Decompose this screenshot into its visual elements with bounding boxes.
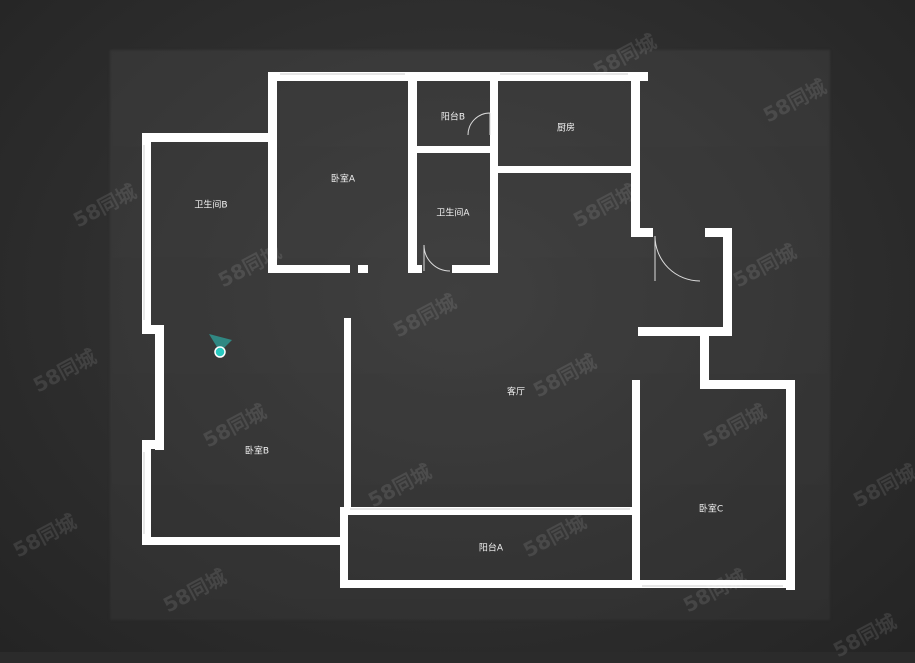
wall-living-right: [638, 327, 732, 336]
wall-right-upper: [631, 72, 640, 237]
wall-entry-right: [705, 228, 732, 237]
wall-entry-side: [723, 228, 732, 336]
room-label-bathroom-a: 卫生间A: [436, 208, 470, 219]
wall-bedroom-b-left: [142, 440, 151, 545]
wall-living-left: [344, 318, 351, 513]
wall-balcony-b-bottom: [408, 146, 498, 153]
wall-bedroom-c-left: [632, 380, 640, 588]
wall-notch-side: [155, 325, 164, 450]
wall-bath-b-top: [142, 133, 277, 142]
wall-bedroom-c-notch: [700, 327, 709, 387]
door-bath-a: [423, 244, 451, 272]
room-label-bedroom-a: 卧室A: [330, 174, 356, 185]
wall-notch-top: [142, 325, 164, 334]
wall-bedroom-a-right: [408, 72, 417, 272]
wall-top: [268, 72, 648, 81]
viewpoint-marker-icon[interactable]: [209, 334, 232, 358]
wall-bedroom-a-bottom-left: [268, 265, 350, 273]
wall-bath-b-left: [142, 133, 151, 333]
wall-bedroom-a-bottom-right: [358, 265, 368, 273]
wall-bedroom-c-bottom: [632, 580, 795, 588]
wall-bedroom-b-bottom-right: [275, 537, 345, 545]
room-label-bedroom-c: 卧室C: [698, 504, 724, 515]
wall-bath-a-bottom-left: [408, 265, 422, 273]
wall-kitchen-bottom: [490, 166, 638, 173]
wall-balcony-a-left: [340, 507, 348, 588]
wall-bath-a-bottom: [452, 265, 498, 273]
door-entry: [654, 235, 701, 282]
room-label-balcony-b: 阳台B: [440, 112, 466, 123]
wall-entry-left: [631, 228, 653, 237]
room-label-bedroom-b: 卧室B: [244, 446, 270, 457]
room-label-balcony-a: 阳台A: [478, 543, 504, 554]
room-label-living-room: 客厅: [506, 387, 526, 398]
wall-group: [142, 72, 795, 590]
door-balcony-b: [467, 112, 491, 136]
room-label-bathroom-b: 卫生间B: [194, 200, 228, 211]
wall-bedroom-b-bottom: [142, 537, 277, 545]
wall-notch-bottom: [142, 440, 164, 449]
wall-bedroom-c-right: [786, 380, 795, 590]
wall-bedroom-a-left: [268, 72, 277, 272]
window-group: [143, 73, 783, 587]
wall-bedroom-c-top: [700, 380, 795, 389]
wall-balcony-a-top: [340, 507, 640, 515]
wall-balcony-a-bottom: [340, 580, 640, 588]
room-label-kitchen: 厨房: [556, 123, 576, 134]
door-group: [423, 112, 701, 282]
